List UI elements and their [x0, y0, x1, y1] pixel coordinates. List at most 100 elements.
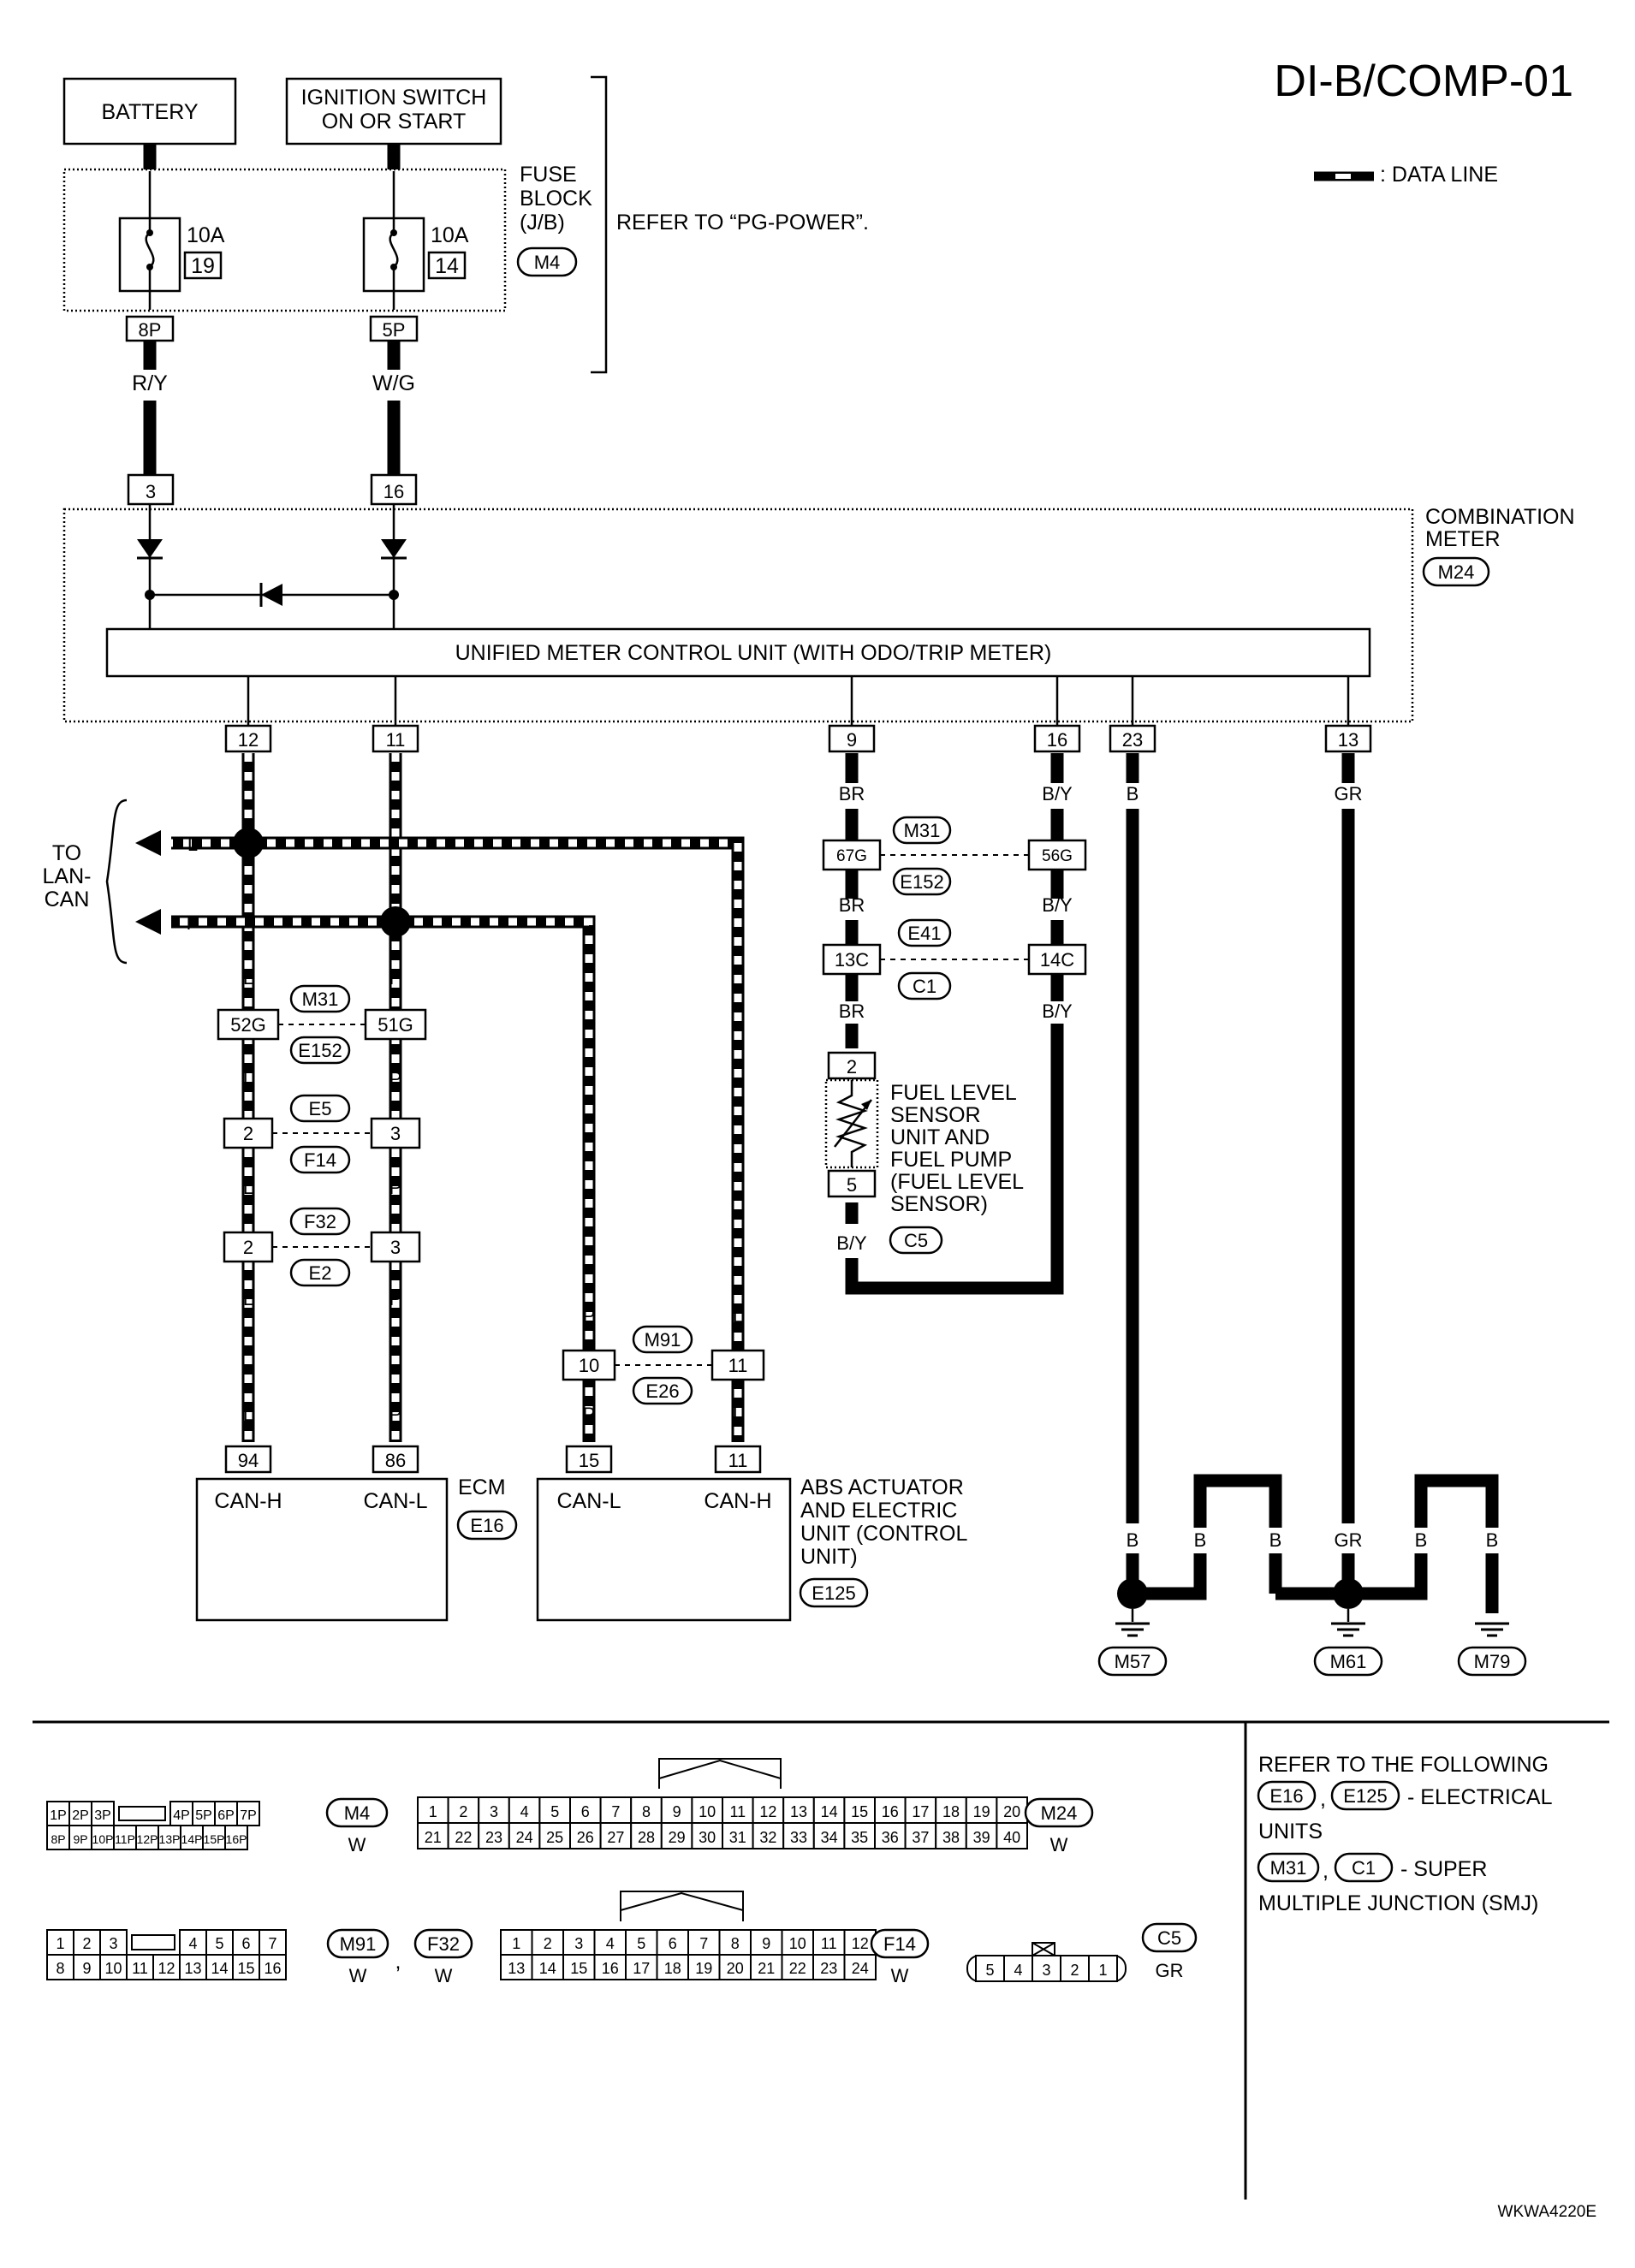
- m4-cavity: 14P: [181, 1832, 203, 1846]
- j2-top: E5: [309, 1098, 332, 1119]
- connector-m4-tag: [516, 246, 578, 277]
- j4-top: M91: [645, 1329, 681, 1351]
- svg-text:L: L: [243, 967, 253, 989]
- ground-m61: M61: [1330, 1651, 1367, 1672]
- f14-cavity: 13: [508, 1960, 525, 1977]
- svg-text:B: B: [1194, 1529, 1207, 1551]
- svg-text:B/Y: B/Y: [836, 1232, 867, 1254]
- m24-cavity: 27: [607, 1829, 624, 1846]
- m24-face-id: M24: [1041, 1802, 1078, 1824]
- m24-cavity: 9: [673, 1803, 681, 1820]
- diagram-code: DI-B/COMP-01: [1274, 56, 1573, 106]
- f14-cavity: 12: [852, 1935, 869, 1952]
- ecm-connector: E16: [470, 1515, 503, 1536]
- m91-cavity: 12: [158, 1960, 175, 1977]
- fuel-j2-pin-br: 13C: [835, 949, 869, 971]
- svg-text:P: P: [389, 967, 402, 989]
- wire-gr-top: GR: [1335, 783, 1363, 804]
- m24-cavity: 31: [729, 1829, 746, 1846]
- m4-cavity: 8P: [51, 1832, 65, 1846]
- f32-face-color: W: [435, 1965, 453, 1986]
- m24-cavity: 28: [638, 1829, 655, 1846]
- m4-cavity: 11P: [115, 1832, 135, 1846]
- j2-bottom: F14: [304, 1149, 336, 1171]
- m24-cavity: 24: [516, 1829, 533, 1846]
- m24-cavity: 18: [942, 1803, 960, 1820]
- meter-pin-9: 9: [847, 729, 857, 751]
- f14-cavity: 6: [669, 1935, 677, 1952]
- m24-cavity: 19: [973, 1803, 990, 1820]
- lan-can-wire-p: P: [187, 912, 199, 934]
- fuse-block-label-2: BLOCK: [520, 187, 592, 211]
- ecm-can-l: CAN-L: [363, 1489, 427, 1513]
- lan-can-label-3: CAN: [45, 888, 90, 911]
- fuel-j1-top: M31: [904, 820, 941, 841]
- can-data-lines: [171, 753, 745, 1442]
- abs-label-1: ABS ACTUATOR: [800, 1475, 964, 1499]
- refer-super: - SUPER: [1400, 1857, 1487, 1881]
- fuel-j2-pin-by: 14C: [1040, 949, 1074, 971]
- fuel-j2-bottom: C1: [913, 976, 936, 997]
- c5-cavity: 2: [1070, 1962, 1079, 1979]
- wire-by-top: B/Y: [1042, 783, 1073, 804]
- svg-text:P: P: [389, 1288, 402, 1309]
- m91-cavity: 13: [184, 1960, 201, 1977]
- abs-label-3: UNIT (CONTROL: [800, 1522, 967, 1546]
- combination-meter-box: [62, 508, 1414, 723]
- abs-connector: E125: [812, 1582, 855, 1604]
- svg-text:P: P: [389, 1177, 402, 1198]
- meter-pin-13: 13: [1338, 729, 1359, 751]
- connector-m24-tag: M24: [1438, 561, 1475, 583]
- svg-text:P: P: [583, 1305, 596, 1327]
- m24-cavity: 37: [912, 1829, 929, 1846]
- m24-cavity: 10: [699, 1803, 716, 1820]
- m4-cavity: 5P: [195, 1808, 212, 1823]
- fuel-label-2: SENSOR: [890, 1103, 981, 1127]
- f32-face-id: F32: [427, 1933, 460, 1955]
- fuel-label-4: FUEL PUMP: [890, 1148, 1012, 1172]
- c5-face-id: C5: [1157, 1927, 1181, 1949]
- wire-br-top: BR: [839, 783, 865, 804]
- fuel-label-6: SENSOR): [890, 1192, 988, 1216]
- m4-cavity: 12P: [137, 1832, 158, 1846]
- m91-cavity: 10: [104, 1960, 122, 1977]
- svg-text:L: L: [243, 1177, 253, 1198]
- j1-top: M31: [302, 989, 339, 1010]
- ecm: 94 86 CAN-H CAN-L ECM E16: [195, 1445, 518, 1622]
- svg-text:BR: BR: [839, 1000, 865, 1022]
- lan-can-label-2: LAN-: [43, 864, 92, 888]
- m24-cavity: 2: [459, 1803, 467, 1820]
- m24-cavity: 16: [882, 1803, 899, 1820]
- m24-cavity: 14: [821, 1803, 838, 1820]
- lan-can-wire-l: L: [187, 834, 198, 855]
- svg-text:L: L: [243, 1404, 253, 1425]
- battery-box: [62, 77, 237, 145]
- m24-cavity: 25: [546, 1829, 563, 1846]
- f14-cavity: 17: [633, 1960, 650, 1977]
- m24-cavity: 11: [729, 1803, 746, 1820]
- svg-text:P: P: [583, 1404, 596, 1425]
- m24-cavity: 22: [455, 1829, 472, 1846]
- ignition-switch-box: [285, 77, 502, 145]
- svg-text:B: B: [1127, 1529, 1139, 1551]
- m4-cavity: 7P: [240, 1808, 257, 1823]
- m4-cavity: 3P: [94, 1808, 111, 1823]
- svg-text:L: L: [733, 1305, 743, 1327]
- m91-face-color: W: [349, 1965, 367, 1986]
- fuse-14: 10A 14: [362, 171, 469, 310]
- j1-pin-l: 52G: [230, 1014, 266, 1036]
- m24-cavity: 26: [577, 1829, 594, 1846]
- f14-cavity: 18: [664, 1960, 681, 1977]
- data-line-label: : DATA LINE: [1380, 163, 1498, 187]
- m4-face-color: W: [348, 1834, 366, 1855]
- m91-cavity: 9: [82, 1960, 91, 1977]
- battery-label: BATTERY: [102, 100, 199, 124]
- m24-cavity: 32: [759, 1829, 776, 1846]
- m91-cavity: 3: [109, 1935, 117, 1952]
- f14-cavity: 5: [637, 1935, 645, 1952]
- refer-box: REFER TO THE FOLLOWING E16 , E125 - ELEC…: [1257, 1753, 1553, 1915]
- m91-cavity: 11: [132, 1960, 148, 1977]
- f14-cavity: 9: [762, 1935, 770, 1952]
- can-junction-4: 10 11 M91 E26: [562, 1325, 765, 1405]
